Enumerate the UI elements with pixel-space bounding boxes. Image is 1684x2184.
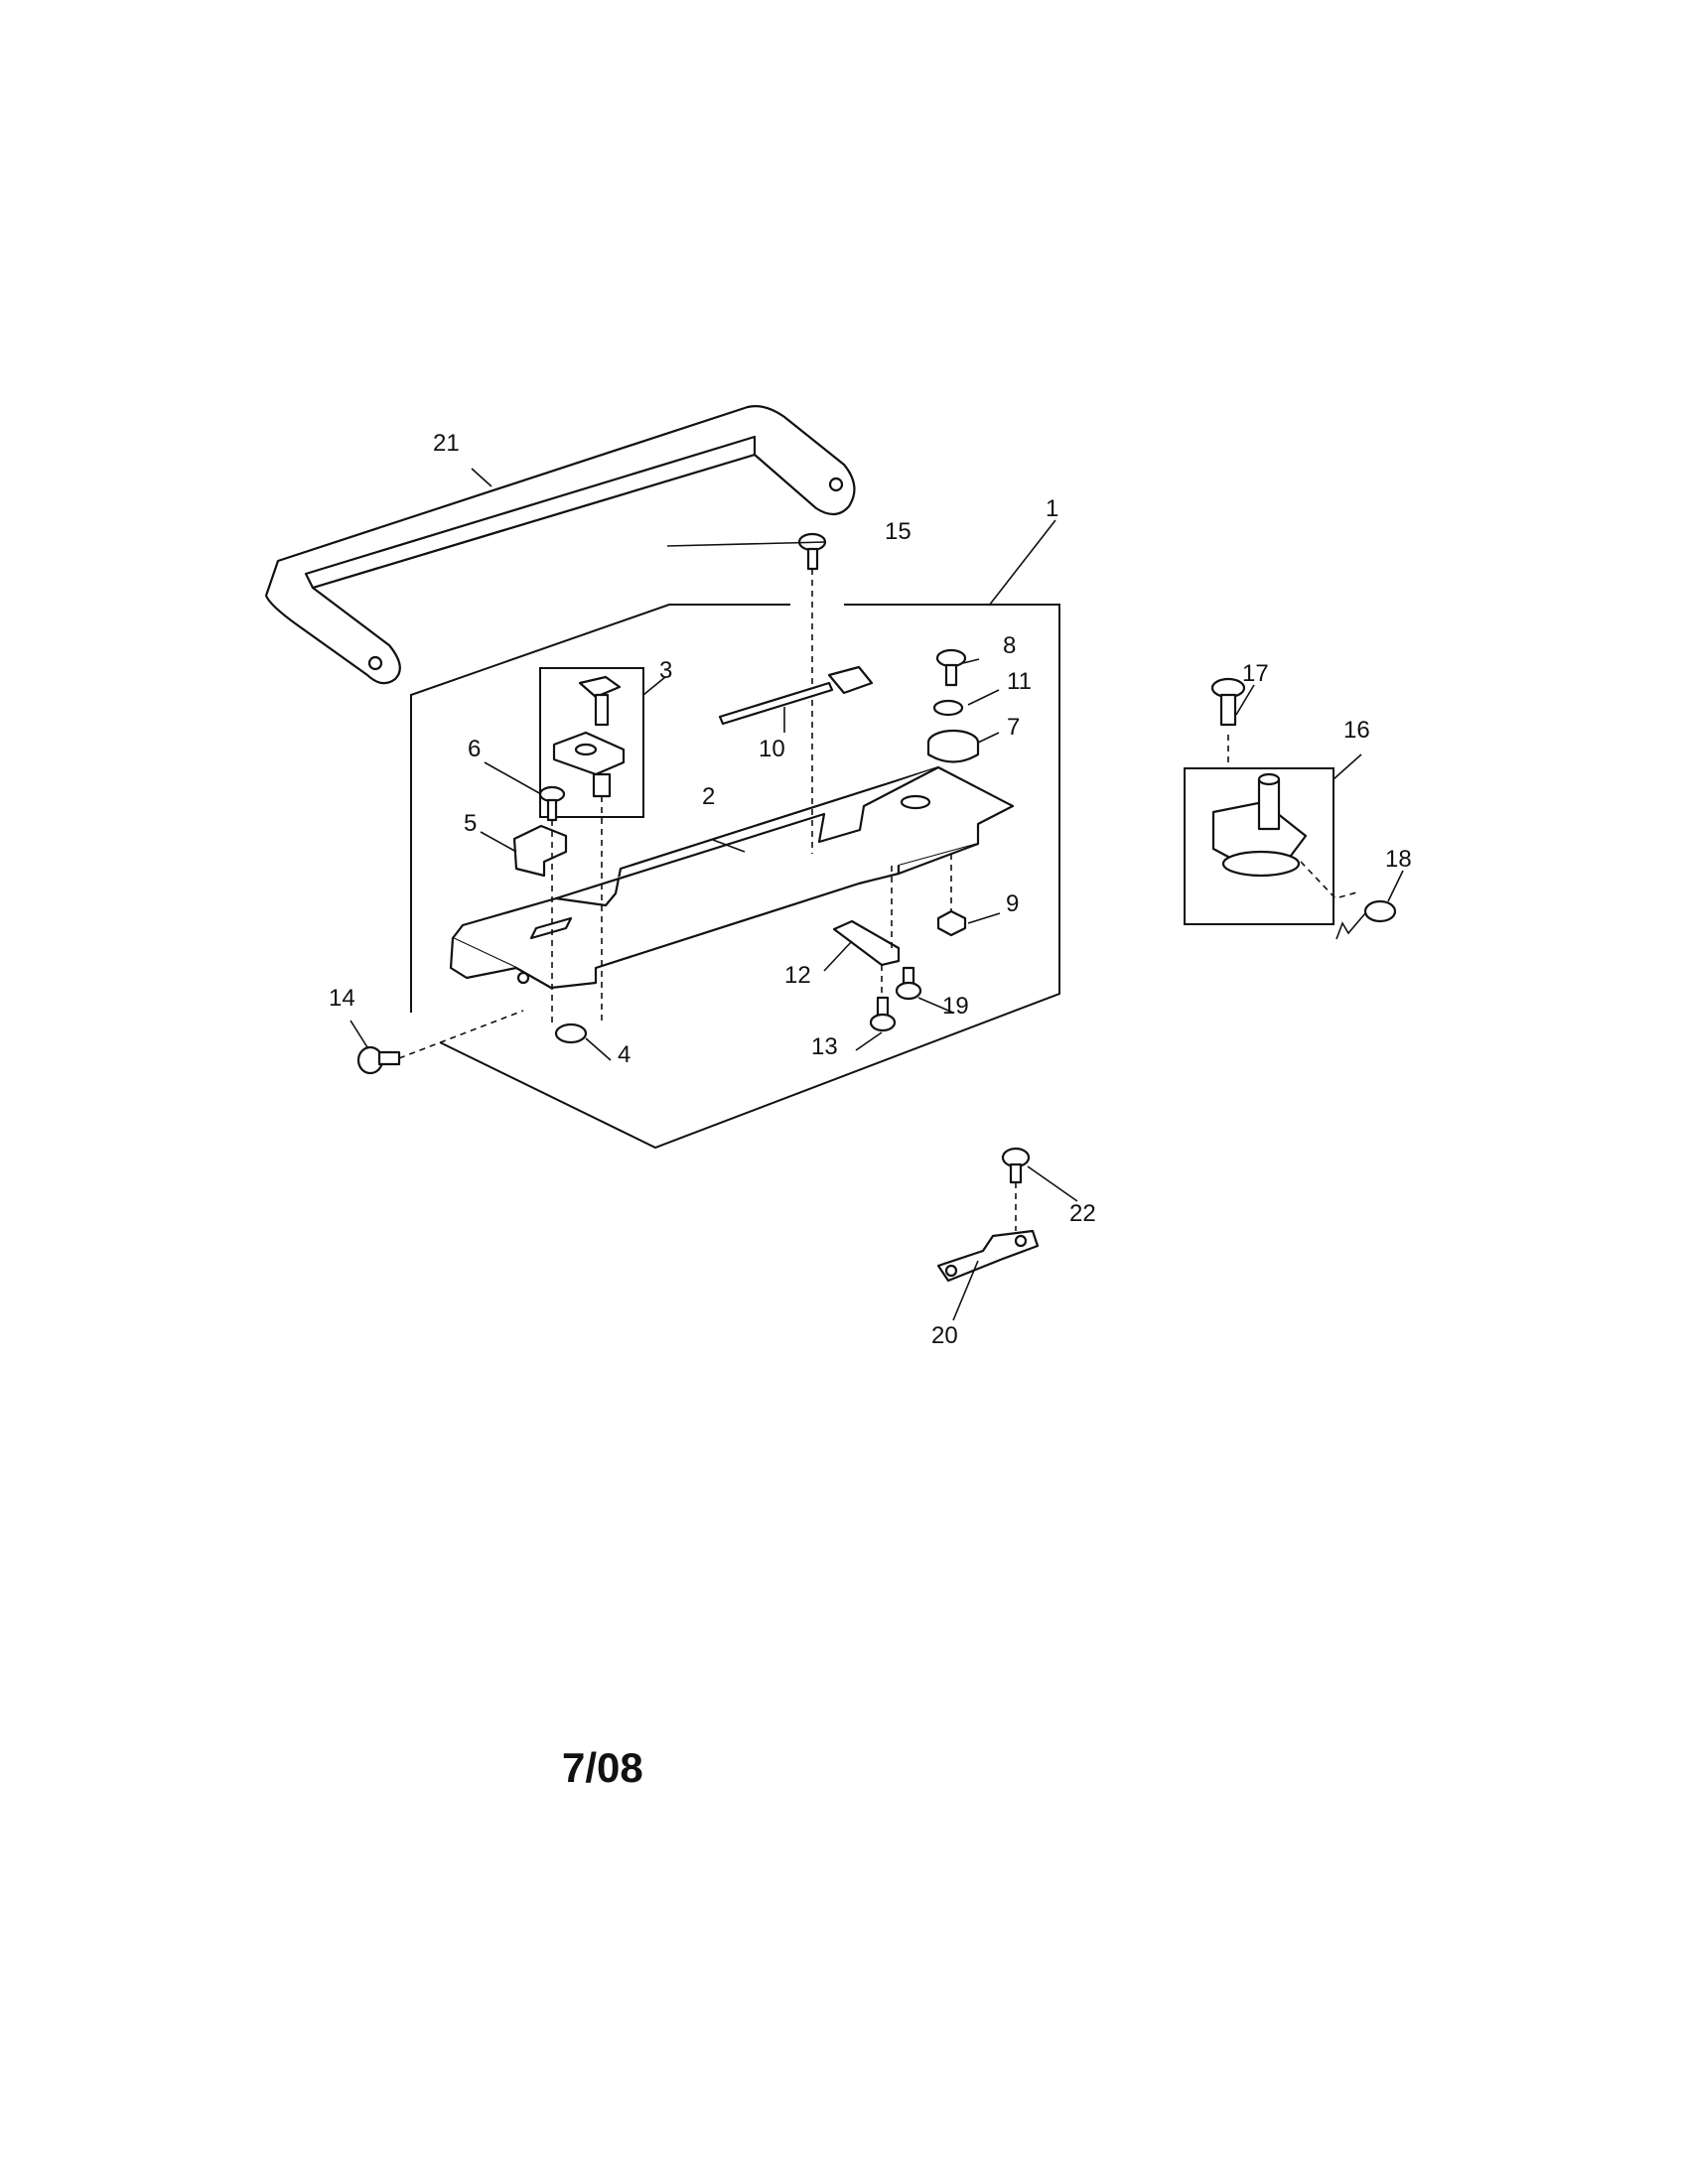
callout-5: 5 (464, 810, 477, 837)
part-20-plate (936, 1229, 1040, 1283)
part-17-screw (1210, 677, 1246, 727)
callout-15: 15 (885, 518, 912, 545)
part-19-screw (895, 966, 922, 1001)
callout-3: 3 (659, 657, 672, 684)
leader-lines (350, 468, 1404, 1321)
part-3-assembly (552, 675, 626, 798)
callout-18: 18 (1385, 846, 1412, 873)
callout-22: 22 (1069, 1200, 1096, 1227)
callout-12: 12 (784, 962, 811, 989)
dash-16 (1300, 861, 1361, 899)
handle-part-21 (264, 405, 856, 685)
callout-11: 11 (1007, 668, 1032, 695)
part-14-screw (356, 1045, 401, 1075)
callout-16: 16 (1343, 717, 1370, 744)
callout-10: 10 (759, 736, 785, 762)
callout-numbers: 21 1 15 8 11 7 3 6 10 2 5 9 12 19 14 4 1… (329, 430, 1412, 1349)
assembly-frame-16 (1184, 767, 1334, 925)
callout-17: 17 (1242, 660, 1269, 687)
part-9-nut (936, 909, 967, 937)
part-16-assembly (1211, 772, 1308, 878)
part-4-washer (554, 1023, 588, 1044)
part-7-spacer (926, 729, 980, 763)
part-18-spring (1335, 899, 1397, 940)
revision-date: 7/08 (562, 1744, 643, 1791)
assembly-frame-3 (539, 667, 644, 818)
dash-14 (398, 1010, 524, 1059)
callout-13: 13 (811, 1033, 838, 1060)
callout-14: 14 (329, 985, 355, 1012)
callout-19: 19 (942, 993, 969, 1020)
part-22-screw (1001, 1147, 1031, 1184)
callout-1: 1 (1046, 495, 1058, 522)
part-8-screw (935, 648, 967, 687)
callout-7: 7 (1007, 714, 1020, 741)
part-15-screw (797, 532, 827, 571)
callout-6: 6 (468, 736, 481, 762)
callout-8: 8 (1003, 632, 1016, 659)
callout-21: 21 (433, 430, 460, 457)
part-5-bracket (512, 824, 568, 878)
part-11-washer (932, 699, 964, 717)
part-12-lever (832, 919, 901, 967)
part-6-screw (538, 785, 566, 822)
callout-20: 20 (931, 1322, 958, 1349)
part-13-screw (869, 996, 897, 1032)
assembly-frame-1 (410, 604, 1060, 1150)
plate-part-2 (449, 765, 1015, 990)
callout-2: 2 (702, 783, 715, 810)
callout-9: 9 (1006, 890, 1019, 917)
callout-4: 4 (618, 1041, 631, 1068)
part-10-rod (718, 665, 874, 726)
